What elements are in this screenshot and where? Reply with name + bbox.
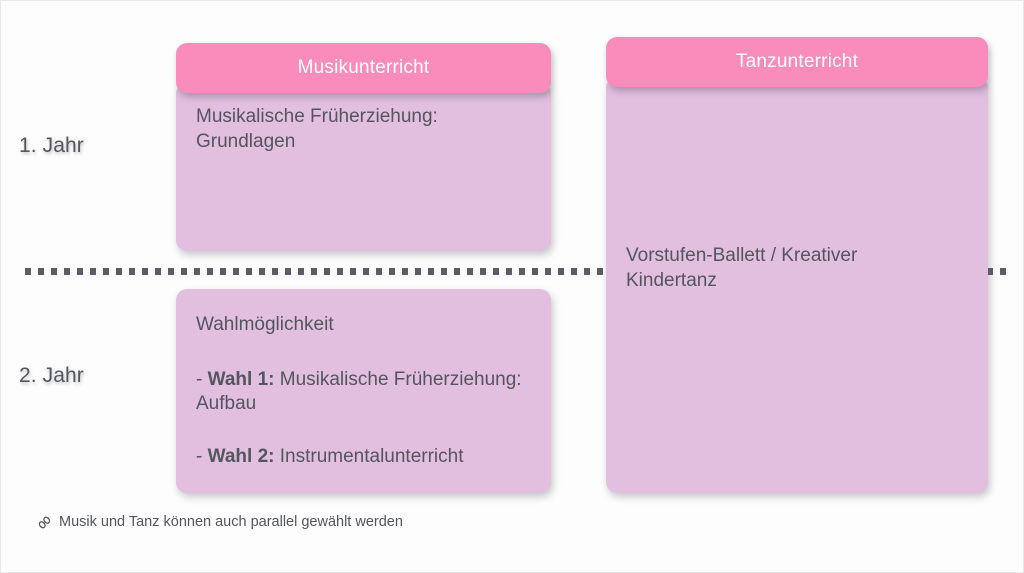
card-body-musikunterricht-year1: Musikalische Früherziehung: Grundlagen bbox=[176, 83, 551, 251]
dance-line-1: Vorstufen-Ballett / Kreativer bbox=[626, 245, 858, 266]
choice-2-label: Wahl 2: bbox=[207, 446, 275, 468]
dance-line-2: Kindertanz bbox=[626, 269, 717, 291]
card-header-musikunterricht: Musikunterricht bbox=[176, 43, 551, 93]
music-year1-line-2: Grundlagen bbox=[196, 130, 296, 152]
choice-2-marker: - bbox=[196, 446, 208, 468]
card-body-tanzunterricht: Vorstufen-Ballett / Kreativer Kindertanz bbox=[606, 77, 988, 493]
year-label-1: 1. Jahr bbox=[19, 134, 84, 157]
choice-1-label: Wahl 1: bbox=[207, 368, 275, 390]
choice-2-text: Instrumentalunterricht bbox=[274, 446, 464, 468]
choice-1-marker: - bbox=[196, 368, 208, 390]
card-musikunterricht-year1: Musikunterricht Musikalische Früherziehu… bbox=[176, 43, 551, 251]
music-year2-choice-1: - Wahl 1: Musikalische Früherziehung: Au… bbox=[196, 368, 531, 417]
footnote: Musik und Tanz können auch parallel gewä… bbox=[37, 514, 403, 530]
card-header-tanzunterricht: Tanzunterricht bbox=[606, 37, 988, 87]
music-year1-line-1: Musikalische Früherziehung: bbox=[196, 106, 438, 127]
footnote-text: Musik und Tanz können auch parallel gewä… bbox=[59, 514, 403, 530]
card-musikunterricht-year2: Wahlmöglichkeit - Wahl 1: Musikalische F… bbox=[176, 289, 551, 493]
card-tanzunterricht: Tanzunterricht Vorstufen-Ballett / Kreat… bbox=[606, 37, 988, 493]
music-year2-choice-2: - Wahl 2: Instrumentalunterricht bbox=[196, 445, 531, 470]
dance-text-block: Vorstufen-Ballett / Kreativer Kindertanz bbox=[626, 244, 968, 293]
link-icon bbox=[37, 515, 52, 530]
card-body-musikunterricht-year2: Wahlmöglichkeit - Wahl 1: Musikalische F… bbox=[176, 289, 551, 493]
music-year2-title: Wahlmöglichkeit bbox=[196, 314, 334, 335]
year-label-2: 2. Jahr bbox=[19, 364, 84, 387]
choice-1-text: Musikalische Früherziehung: Aufbau bbox=[196, 368, 522, 415]
year-divider-dotted-line bbox=[25, 268, 1009, 275]
